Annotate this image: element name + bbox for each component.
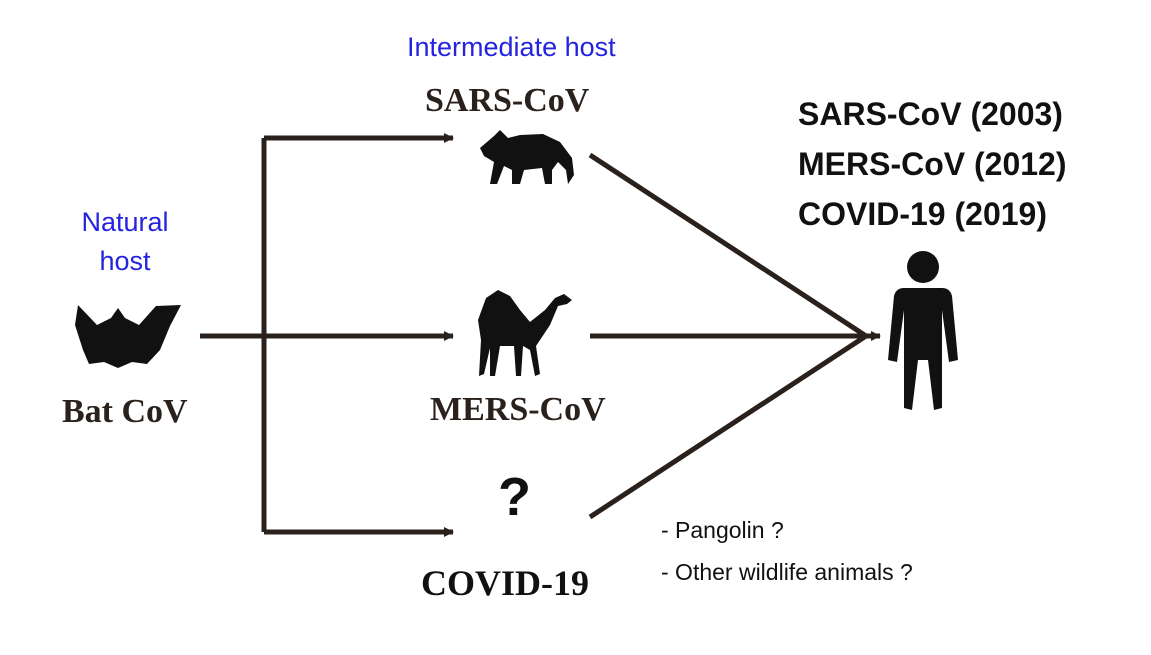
mers-label: MERS-CoV <box>430 391 606 428</box>
candidate-pangolin: - Pangolin ? <box>661 517 784 543</box>
sars-label: SARS-CoV <box>425 82 590 119</box>
human-icon <box>888 251 958 410</box>
camel-icon <box>478 290 572 376</box>
intermediate-host-label: Intermediate host <box>407 32 616 62</box>
candidate-other-wildlife: - Other wildlife animals ? <box>661 559 913 585</box>
bat-icon <box>75 305 181 368</box>
natural-host-label: Natural host <box>81 207 169 276</box>
civet-icon <box>480 130 574 184</box>
question-mark-icon: ? <box>498 467 531 527</box>
covid-label: COVID-19 <box>421 563 589 603</box>
line-unknown-to-human <box>588 333 868 520</box>
bat-cov-label: Bat CoV <box>62 393 188 430</box>
outbreak-mers: MERS-CoV (2012) <box>798 146 1067 182</box>
outbreak-sars: SARS-CoV (2003) <box>798 96 1063 132</box>
connector-lines <box>200 133 881 537</box>
outbreak-covid: COVID-19 (2019) <box>798 196 1047 232</box>
line-civet-to-human <box>588 152 868 339</box>
